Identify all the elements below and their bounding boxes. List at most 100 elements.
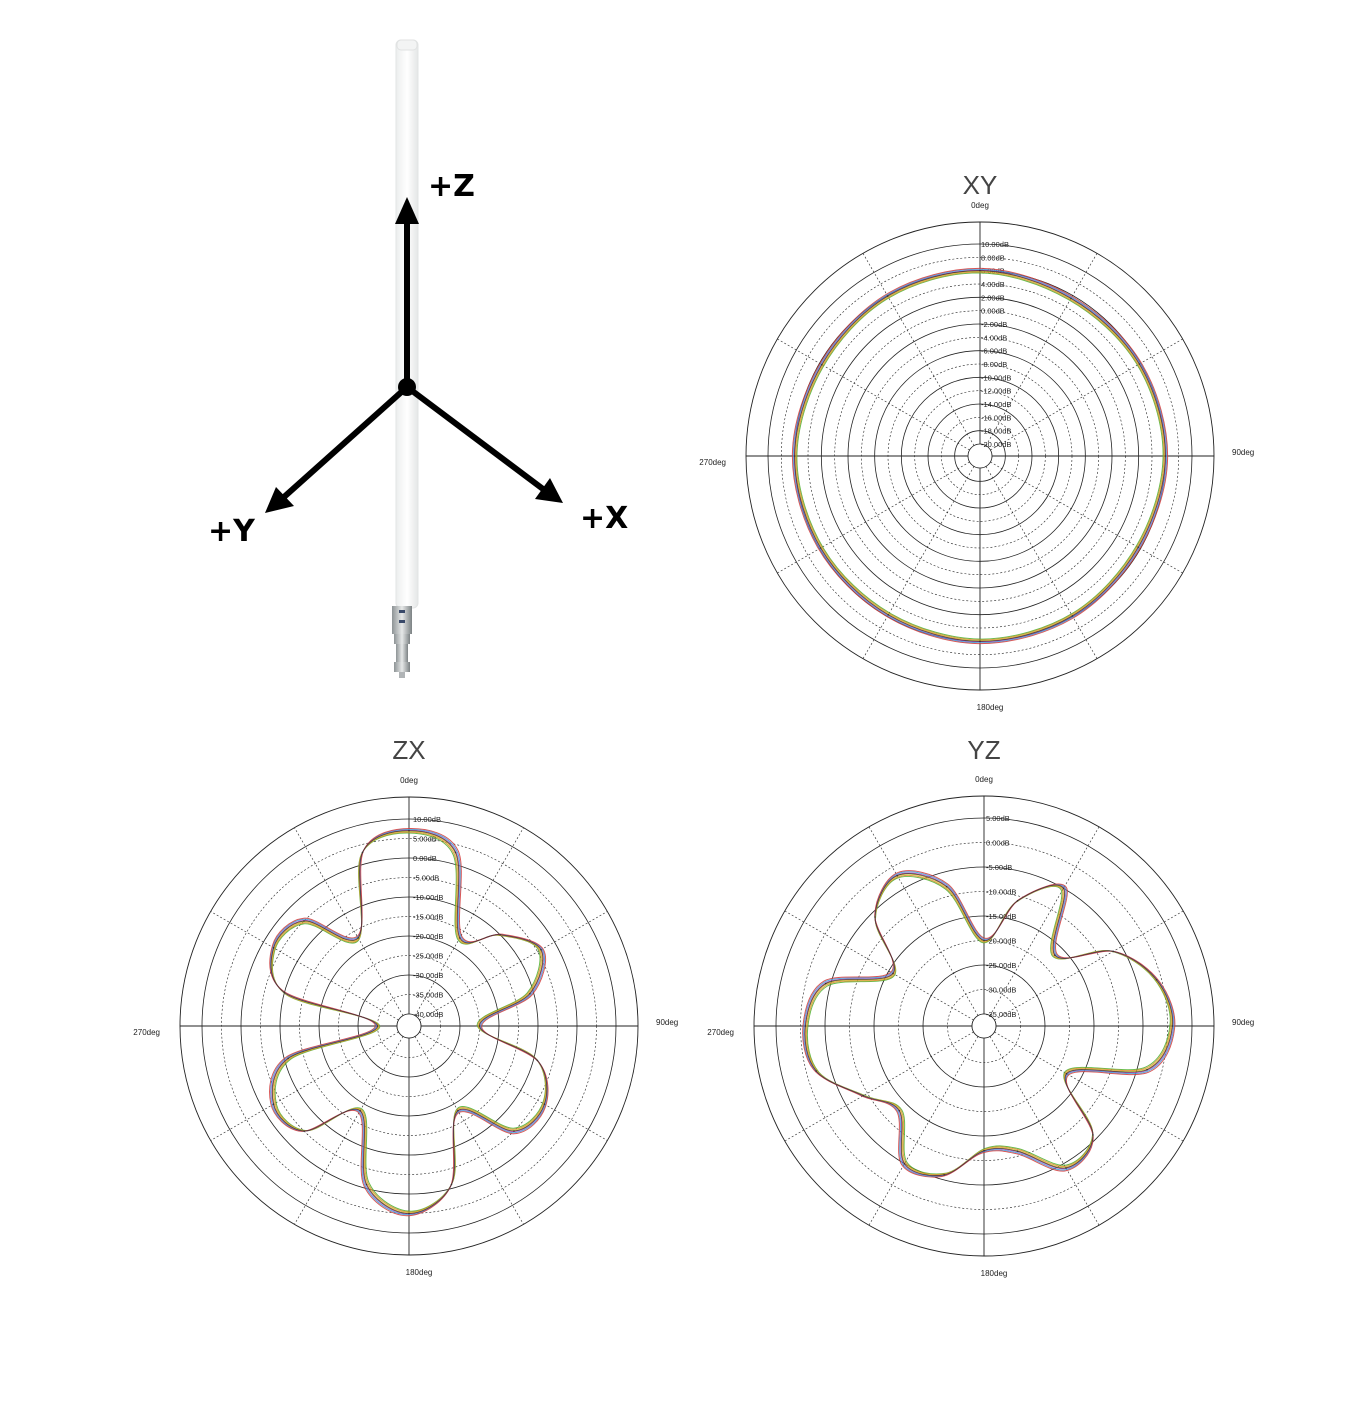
data-point [1138,363,1141,365]
grid-spoke [210,911,399,1021]
pattern-trace [271,831,547,1213]
grid-spoke [777,461,970,574]
radial-tick-label: 10.00dB [413,815,441,824]
data-point [529,992,531,995]
data-point [272,947,275,949]
angle-label: 0deg [971,201,989,210]
y-arrow-head [265,487,294,513]
data-point [540,949,542,951]
data-point [376,1025,379,1027]
radial-tick-label: 0.00dB [986,839,1010,848]
data-point [874,916,876,918]
plot-title: ZX [392,735,425,765]
angle-label: 270deg [707,1028,734,1037]
grid-spoke [784,1031,974,1142]
data-point [793,455,796,457]
data-point [983,939,985,942]
data-point [898,1109,901,1112]
grid-spoke [210,1031,399,1141]
data-point [903,1162,906,1165]
grid-spoke [862,466,975,659]
data-point [536,1059,539,1062]
data-point [408,1212,410,1215]
radial-tick-label: -6.00dB [981,347,1007,356]
data-point [1054,954,1056,956]
angle-label: 180deg [406,1268,433,1277]
data-point [862,1094,865,1097]
plot-title: YZ [967,735,1000,765]
grid-spoke [777,338,970,451]
pattern-trace [269,828,548,1216]
radial-tick-label: 2.00dB [981,293,1005,302]
data-point [1137,546,1139,549]
radial-tick-label: 4.00dB [981,280,1005,289]
grid-spoke [294,1036,404,1225]
data-point [1065,1167,1067,1169]
data-point [454,851,457,854]
data-point [1071,615,1074,617]
data-point [887,613,890,616]
radial-tick-label: 0.00dB [413,854,437,863]
angle-label: 90deg [1232,1018,1254,1027]
radial-tick-label: -14.00dB [981,400,1011,409]
data-point [361,851,364,854]
radial-tick-label: -18.00dB [981,427,1011,436]
data-point [283,991,286,994]
grid-spoke [985,466,1098,659]
data-point [1164,455,1167,457]
data-point [543,1103,546,1105]
grid-spoke [862,253,975,446]
data-point [1092,1134,1094,1136]
angle-label: 0deg [400,776,418,785]
radial-tick-label: 5.00dB [986,814,1010,823]
grid-spoke [294,827,404,1016]
polar-plot-xy: XY10.00dB8.00dB6.00dB4.00dB2.00dB0.00dB-… [699,170,1254,712]
data-point [815,1070,818,1072]
radial-tick-label: -5.00dB [986,863,1012,872]
data-point [1062,887,1065,890]
radial-tick-label: -10.00dB [413,893,443,902]
pattern-trace [795,271,1165,641]
data-point [365,1183,368,1186]
radial-tick-label: -20.00dB [413,932,443,941]
grid-spoke [414,827,524,1016]
angle-label: 270deg [133,1028,160,1037]
data-point [499,933,502,936]
grid-spoke [419,1031,608,1141]
data-point [979,269,981,272]
data-point [287,1057,289,1060]
data-point [1070,297,1072,300]
radial-tick-label: 10.00dB [981,240,1009,249]
angle-label: 0deg [975,775,993,784]
data-point [450,1183,453,1186]
plot-title: XY [963,170,998,200]
grid-spoke [989,1036,1100,1226]
antenna-axes-figure: +Z +X +Y [208,39,628,678]
grid-spoke [414,1036,524,1225]
data-point [819,547,822,549]
y-axis-label: +Y [208,514,256,549]
radial-tick-label: -35.00dB [986,1010,1016,1019]
grid-spoke [985,253,1098,446]
data-point [1065,1072,1068,1075]
angle-label: 90deg [1232,448,1254,457]
z-arrow-head [395,197,419,224]
data-point [1016,900,1019,902]
data-point [945,885,948,888]
radial-tick-label: -12.00dB [981,387,1011,396]
grid-spoke [868,826,979,1016]
x-arrow-head [535,478,563,503]
data-point [886,295,889,297]
origin-dot [398,378,416,396]
radial-tick-label: 5.00dB [413,835,437,844]
data-point [408,829,410,832]
y-axis-line [282,384,409,500]
radial-tick-label: -25.00dB [413,952,443,961]
pattern-trace [791,267,1169,645]
grid-spoke [994,910,1184,1021]
data-point [1155,978,1158,981]
data-point [457,1109,459,1112]
grid-spoke [868,1036,979,1226]
radial-tick-label: -20.00dB [981,440,1011,449]
data-point [478,1025,481,1027]
